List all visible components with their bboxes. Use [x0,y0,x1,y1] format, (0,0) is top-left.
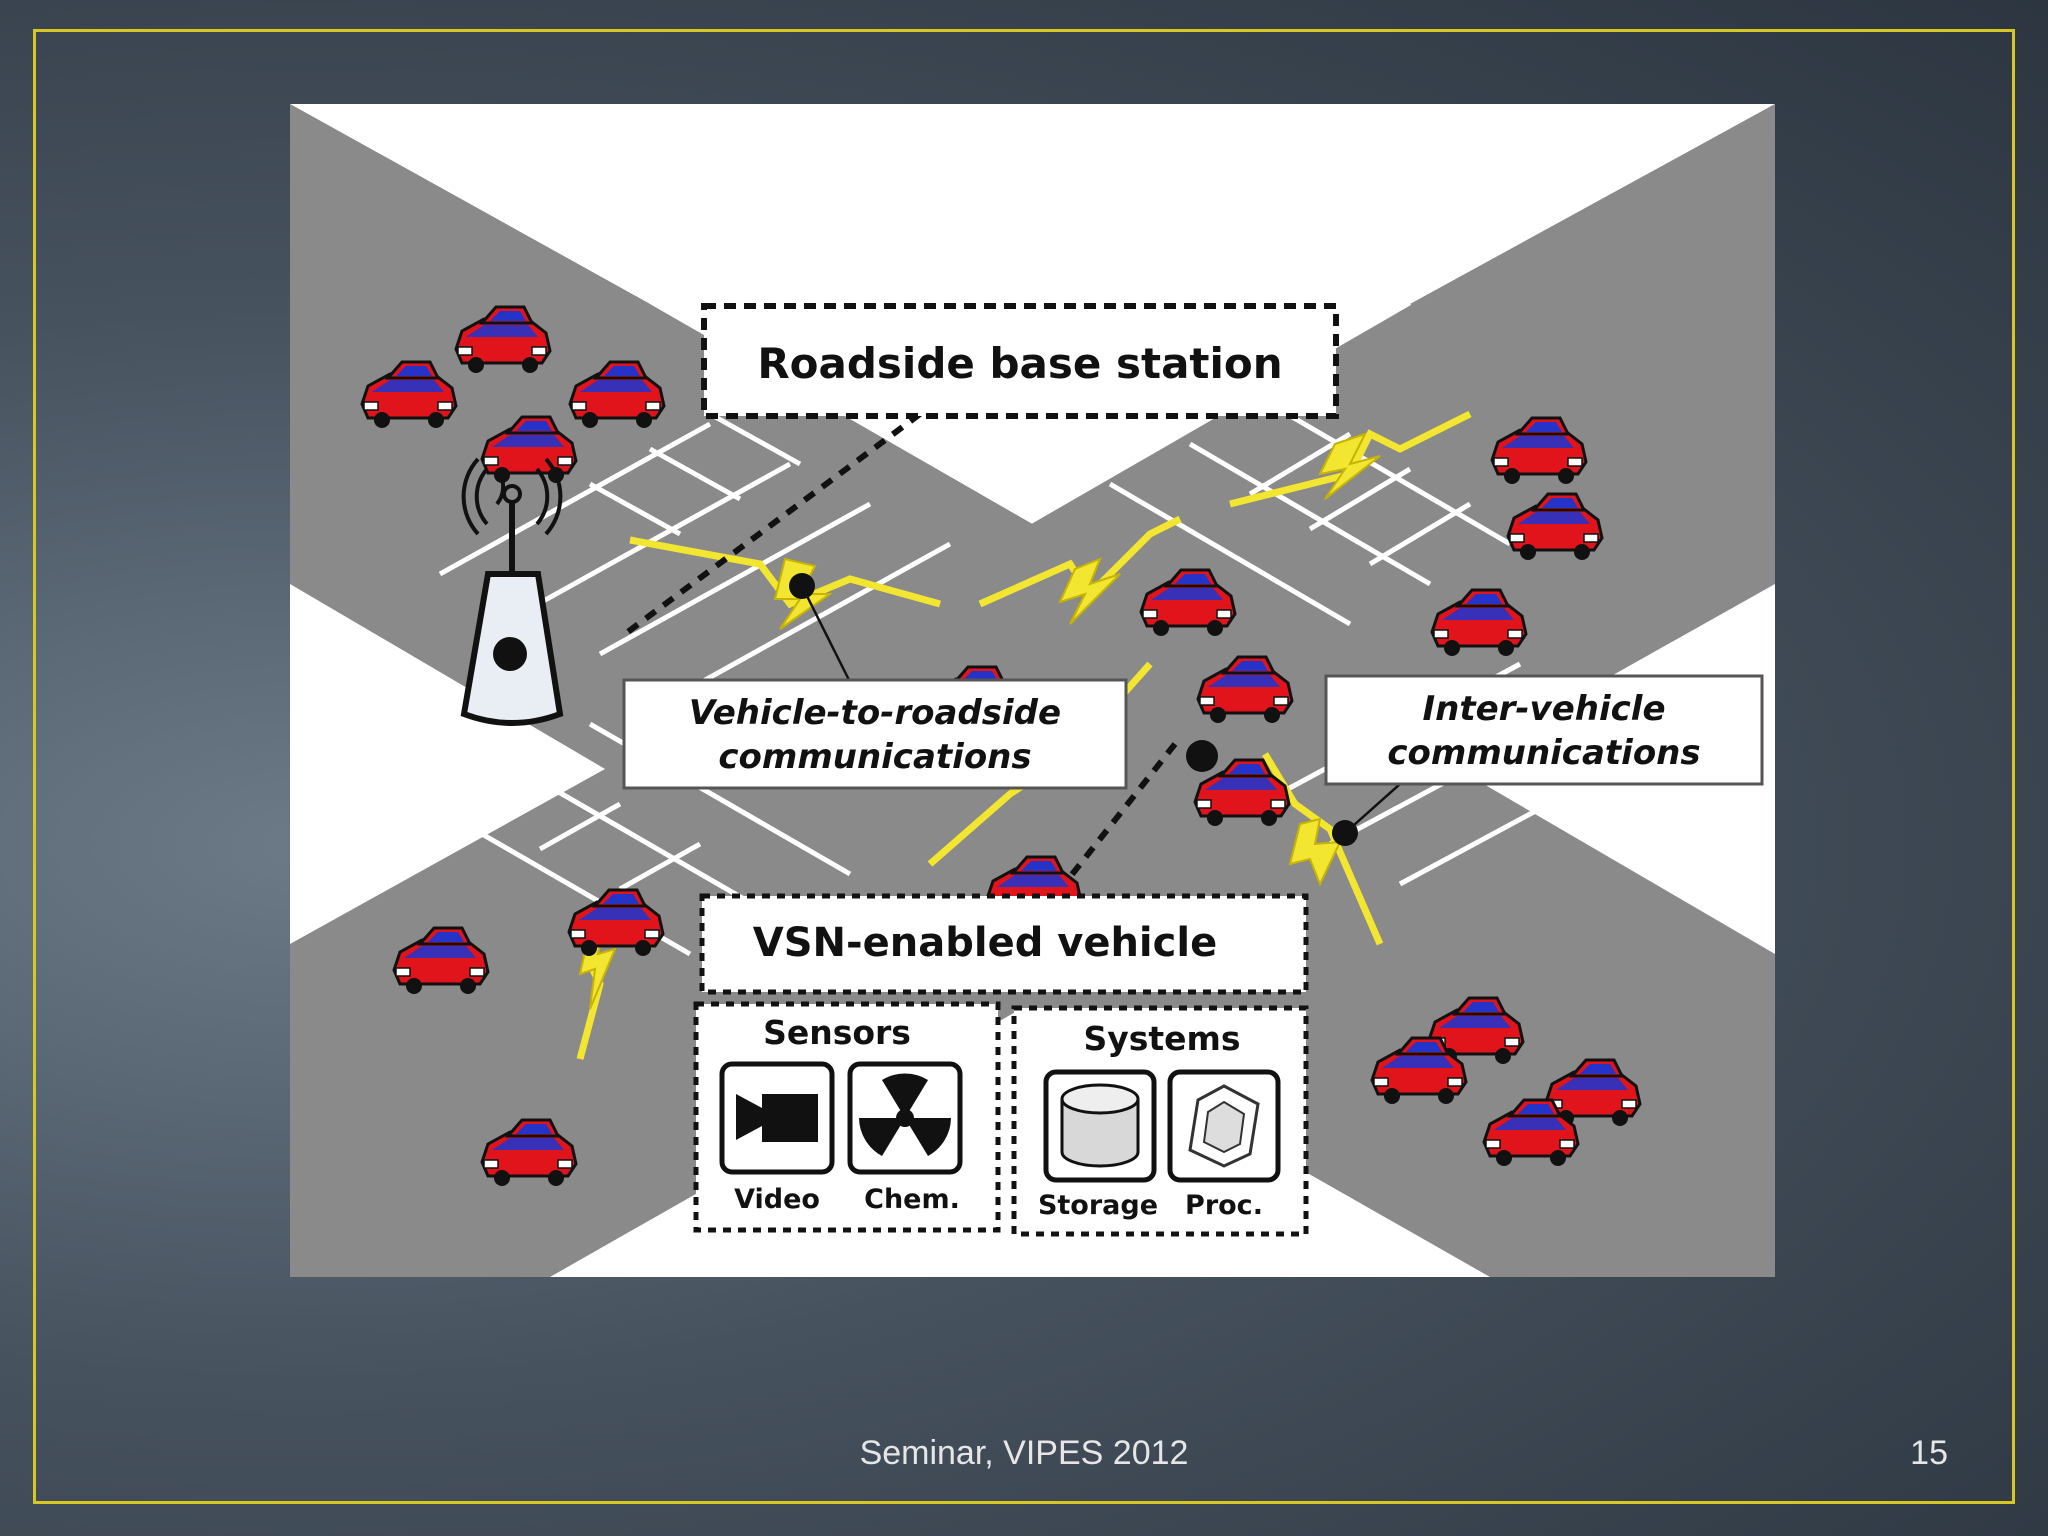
vsn-vehicle-label: VSN-enabled vehicle [699,893,1309,995]
vsn-label-text: VSN-enabled vehicle [753,920,1217,966]
sensor-video-label: Video [734,1184,820,1215]
systems-title: Systems [1083,1019,1240,1058]
radiation-icon [847,1061,963,1175]
systems-box: Systems Storage Proc. [1011,1005,1309,1237]
inter-label-line2: communications [1387,733,1700,773]
video-camera-icon [719,1061,835,1175]
system-proc-label: Proc. [1185,1190,1263,1221]
dashed-links [623,411,1178,898]
processor-icon [1167,1069,1281,1183]
sensors-box: Sensors Video Chem. [693,1001,1001,1233]
roadside-station-text: Roadside base station [757,339,1282,388]
sensors-title: Sensors [763,1013,911,1052]
v2r-label-line1: Vehicle-to-roadside [689,693,1061,733]
diagram-canvas: Roadside base station Vehicle-to-roadsid… [290,104,1775,1277]
system-storage-label: Storage [1038,1190,1158,1221]
vsn-diagram: Roadside base station Vehicle-to-roadsid… [290,104,1775,1277]
slide-border [33,29,2015,1504]
page-number: 15 [1910,1434,1948,1472]
sensor-chem-label: Chem. [864,1184,960,1215]
base-station-icon [460,457,564,726]
inter-label-line1: Inter-vehicle [1423,689,1666,729]
v2r-label-line2: communications [718,737,1031,777]
connection-dots [789,573,1358,846]
roadside-station-label: Roadside base station [701,303,1339,419]
inter-vehicle-label: Inter-vehicle communications [1324,674,1764,786]
v2r-label: Vehicle-to-roadside communications [622,678,1128,790]
slide-footer: Seminar, VIPES 2012 [859,1434,1189,1472]
storage-icon [1043,1069,1157,1183]
